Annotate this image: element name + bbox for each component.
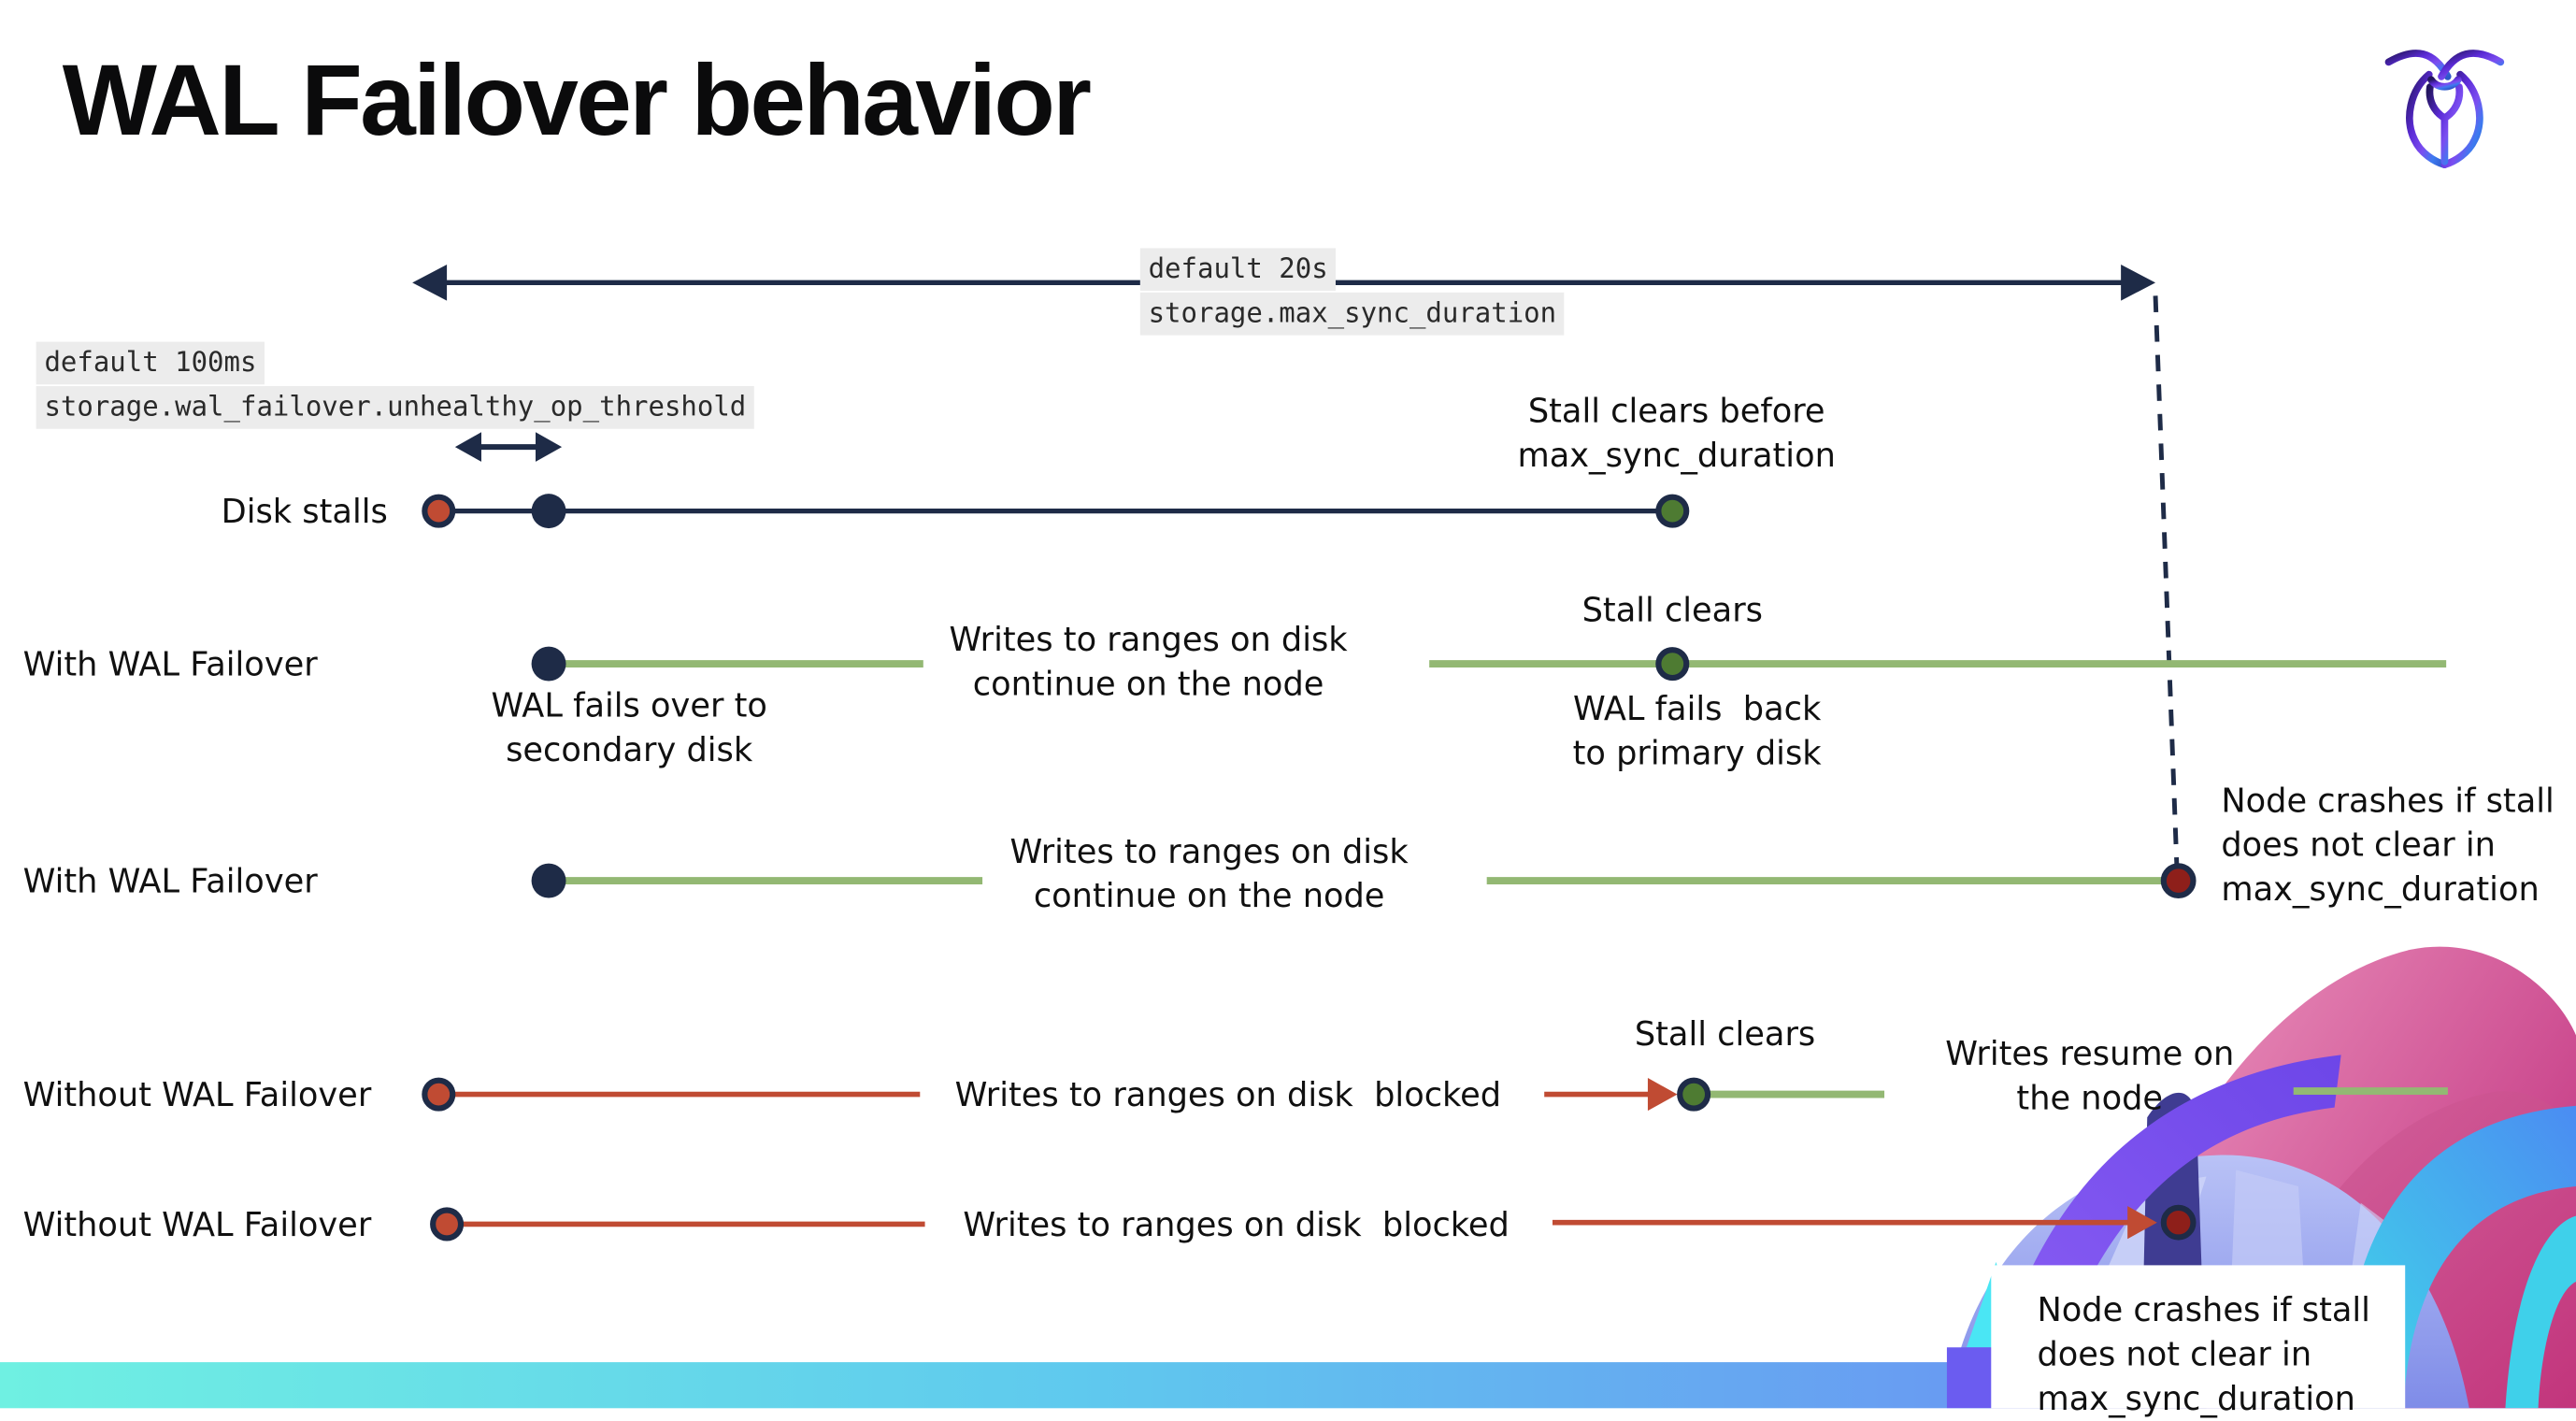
threshold-setting-label: storage.wal_failover.unhealthy_op_thresh… — [36, 386, 755, 429]
stall-clears-before-text: Stall clears before max_sync_duration — [1517, 391, 1836, 475]
logo-antenna-left — [2384, 50, 2452, 80]
art-cyan-band — [2505, 1215, 2576, 1409]
row5-stall-start-dot — [430, 1207, 465, 1242]
node-crashes-text-bottom: Node crashes if stall does not clear in … — [2037, 1289, 2370, 1418]
threshold-arrowhead-right-icon — [535, 432, 563, 462]
row4-red-arrowhead-icon — [1647, 1078, 1678, 1112]
stall-clears-text-row4: Stall clears — [1634, 1013, 1816, 1054]
page-title: WAL Failover behavior — [62, 44, 1092, 156]
row5-label: Without WAL Failover — [22, 1204, 372, 1244]
wal-fails-over-text: WAL fails over to secondary disk — [491, 684, 767, 769]
arrowhead-left-icon — [412, 264, 448, 301]
max-sync-deadline-dashed-line — [2153, 295, 2180, 867]
row2-stall-clears-dot — [1655, 647, 1690, 682]
cockroachdb-logo-icon — [2384, 50, 2505, 169]
writes-resume-text: Writes resume on the node — [1945, 1033, 2235, 1118]
writes-continue-text-row2: Writes to ranges on disk continue on the… — [949, 619, 1348, 704]
row1-threshold-dot — [531, 494, 566, 529]
logo-head-arc — [2427, 76, 2462, 91]
row3-label: With WAL Failover — [22, 861, 318, 901]
logo-body-right — [2440, 70, 2483, 169]
writes-blocked-text-row4: Writes to ranges on disk blocked — [954, 1074, 1502, 1114]
row1-stall-clears-dot — [1655, 494, 1690, 528]
writes-blocked-text-row5: Writes to ranges on disk blocked — [963, 1204, 1510, 1244]
wal-fails-back-text: WAL fails back to primary disk — [1572, 688, 1822, 773]
max-sync-setting-label: storage.max_sync_duration — [1139, 292, 1565, 336]
row1-stall-start-dot — [422, 494, 456, 528]
row4-stall-clears-dot — [1677, 1077, 1711, 1112]
threshold-default-label: default 100ms — [36, 341, 265, 385]
threshold-arrowhead-left-icon — [454, 432, 481, 462]
writes-continue-text-row3: Writes to ranges on disk continue on the… — [1009, 831, 1409, 916]
row3-crash-dot — [2160, 863, 2197, 898]
row4-stall-start-dot — [422, 1077, 456, 1112]
row2-failover-dot — [531, 646, 566, 682]
node-crash-callout-box: Node crashes if stall does not clear in … — [1991, 1265, 2406, 1418]
node-crashes-text-row3: Node crashes if stall does not clear in … — [2221, 780, 2555, 909]
row4-label: Without WAL Failover — [22, 1074, 372, 1114]
logo-antenna-right — [2438, 50, 2505, 80]
row2-label: With WAL Failover — [22, 644, 318, 684]
logo-inner-y — [2426, 83, 2464, 165]
max-sync-default-label: default 20s — [1139, 248, 1337, 292]
logo-body-left — [2406, 70, 2449, 169]
row1-label: Disk stalls — [221, 491, 388, 531]
arrowhead-right-icon — [2121, 264, 2156, 301]
stall-clears-text-row2: Stall clears — [1581, 589, 1763, 630]
row3-failover-dot — [531, 863, 566, 898]
